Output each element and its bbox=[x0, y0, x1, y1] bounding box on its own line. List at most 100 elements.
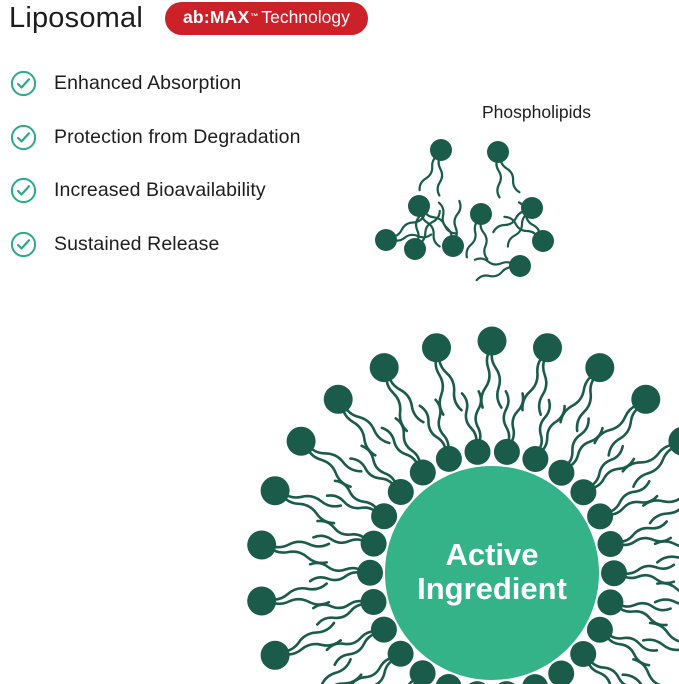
phospholipid-tail bbox=[320, 658, 352, 684]
phospholipid-head bbox=[370, 616, 397, 643]
phospholipid-tail bbox=[389, 214, 426, 239]
phospholipid-head bbox=[404, 238, 426, 260]
phospholipid-tail bbox=[316, 602, 369, 626]
phospholipid-tail bbox=[316, 519, 369, 543]
phospholipid-head bbox=[498, 681, 515, 684]
phospholipid-head bbox=[521, 197, 543, 219]
phospholipid-head bbox=[260, 476, 290, 506]
phospholipid-tail bbox=[418, 404, 448, 455]
phospholipid-head bbox=[435, 674, 462, 684]
phospholipid-tail bbox=[586, 444, 624, 489]
badge-brand: ab:MAX bbox=[183, 7, 250, 28]
phospholipid-tail bbox=[563, 417, 590, 469]
phospholipid-head bbox=[468, 681, 486, 684]
phospholipid-head bbox=[369, 353, 399, 383]
phospholipid-tail bbox=[648, 508, 679, 525]
phospholipid-tail bbox=[656, 581, 679, 593]
badge-trademark: ™ bbox=[250, 12, 259, 22]
phospholipid-tail bbox=[632, 444, 679, 488]
phospholipid-tail bbox=[503, 215, 540, 240]
phospholipid-tail bbox=[575, 373, 599, 433]
phospholipid-tail bbox=[385, 373, 409, 433]
phospholipid-tail bbox=[305, 444, 352, 488]
phospholipid-head bbox=[477, 326, 507, 356]
phospholipid-tail bbox=[312, 534, 369, 545]
phospholipid-tail bbox=[587, 656, 627, 684]
phospholipid-head bbox=[464, 438, 491, 465]
phospholipid-tail bbox=[499, 155, 521, 194]
phospholipid-tail bbox=[656, 555, 679, 564]
phospholipids-label: Phospholipids bbox=[482, 102, 591, 122]
phospholipid-tail bbox=[280, 639, 342, 656]
phospholipid-tail bbox=[475, 266, 516, 282]
check-icon bbox=[10, 231, 37, 257]
phospholipid-head bbox=[435, 445, 462, 472]
phospholipid-tail bbox=[604, 630, 659, 652]
phospholipid-tail bbox=[280, 492, 336, 525]
check-icon bbox=[10, 124, 37, 150]
phospholipid-tail bbox=[267, 545, 328, 565]
phospholipid-tail bbox=[480, 346, 493, 409]
phospholipid-head bbox=[587, 503, 614, 530]
phospholipid-tail bbox=[349, 457, 397, 490]
phospholipid-tail bbox=[460, 392, 478, 447]
phospholipid-tail bbox=[607, 404, 644, 457]
phospholipid-tail bbox=[436, 154, 444, 197]
phospholipid-tail bbox=[507, 392, 525, 447]
phospholipid-tail bbox=[333, 632, 380, 667]
phospholipid-tail bbox=[642, 497, 679, 507]
phospholipid-tail bbox=[615, 520, 668, 544]
phospholipid-head bbox=[470, 203, 492, 225]
phospholipid-tail bbox=[360, 444, 398, 489]
benefit-label: Enhanced Absorption bbox=[54, 72, 242, 95]
phospholipid-tail bbox=[325, 630, 380, 652]
phospholipid-tail bbox=[586, 657, 612, 684]
phospholipid-head bbox=[323, 384, 353, 414]
phospholipid-tail bbox=[506, 211, 531, 248]
phospholipid-tail bbox=[474, 390, 483, 447]
phospholipid-tail bbox=[416, 209, 441, 246]
phospholipid-tail bbox=[604, 494, 659, 516]
benefit-label: Sustained Release bbox=[54, 232, 220, 255]
phospholipid-head bbox=[387, 479, 414, 505]
phospholipid-tail bbox=[621, 443, 678, 473]
phospholipid-head bbox=[409, 660, 436, 684]
phospholipid-tail bbox=[604, 479, 651, 514]
phospholipid-head bbox=[585, 353, 615, 383]
phospholipid-tail bbox=[615, 603, 668, 627]
phospholipid-head bbox=[408, 195, 430, 217]
phospholipid-head bbox=[422, 333, 451, 363]
phospholipid-head bbox=[509, 255, 531, 277]
list-item: Sustained Release bbox=[6, 218, 301, 272]
phospholipid-tail bbox=[306, 443, 363, 473]
phospholipid-tail bbox=[380, 426, 420, 469]
phospholipid-tail bbox=[280, 491, 342, 508]
phospholipid-tail bbox=[452, 199, 462, 242]
phospholipid-tail bbox=[492, 209, 529, 234]
phospholipid-tail bbox=[434, 398, 450, 454]
phospholipid-head bbox=[548, 459, 575, 486]
phospholipid-tail bbox=[407, 676, 420, 684]
phospholipid-tail bbox=[437, 201, 453, 242]
active-ingredient-label-line2: Ingredient bbox=[417, 571, 567, 606]
phospholipid-tail bbox=[603, 632, 651, 667]
phospholipid-tail bbox=[479, 218, 489, 261]
phospholipid-head bbox=[375, 229, 397, 251]
phospholipid-head bbox=[360, 589, 387, 615]
phospholipid-tail bbox=[350, 656, 397, 684]
phospholipid-head bbox=[533, 333, 562, 363]
list-item: Increased Bioavailability bbox=[6, 164, 301, 218]
phospholipid-head bbox=[668, 427, 679, 456]
phospholipid-tail bbox=[473, 257, 516, 267]
phospholipid-head bbox=[286, 426, 316, 456]
phospholipid-tail bbox=[537, 404, 566, 455]
phospholipid-tail bbox=[615, 601, 672, 612]
phospholipid-tail bbox=[642, 638, 679, 652]
phospholipid-head bbox=[357, 559, 383, 586]
phospholipid-tail bbox=[653, 598, 679, 605]
phospholipid-tail bbox=[587, 457, 636, 490]
phospholipid-head bbox=[597, 531, 624, 557]
phospholipid-head bbox=[409, 459, 436, 486]
phospholipid-head bbox=[387, 640, 414, 667]
badge-technology: Technology bbox=[261, 7, 350, 28]
